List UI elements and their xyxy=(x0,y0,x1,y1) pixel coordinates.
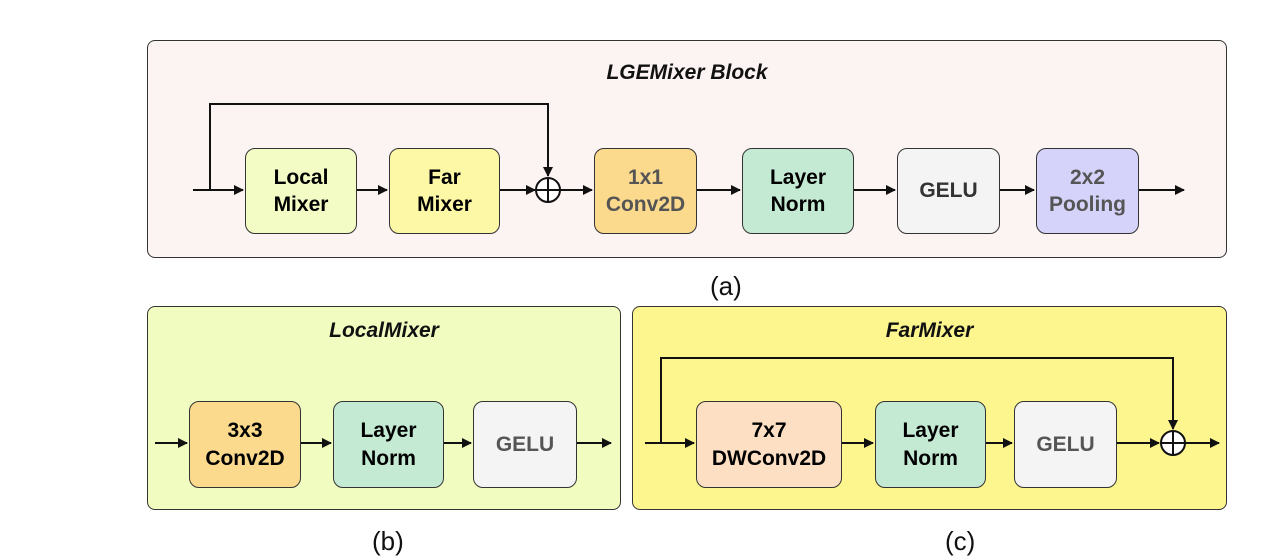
lgemixer-title: LGEMixer Block xyxy=(606,61,768,84)
layer-norm-node: Layer Norm xyxy=(742,148,854,234)
conv1x1-node: 1x1 Conv2D xyxy=(594,148,697,234)
caption-c: (c) xyxy=(945,526,976,556)
node-label-line1: GELU xyxy=(1036,432,1095,456)
far-layer-norm-node: Layer Norm xyxy=(875,401,986,488)
localmixer-title: LocalMixer xyxy=(329,319,439,342)
node-label-line2: Norm xyxy=(361,446,416,470)
node-label-line2: Mixer xyxy=(273,193,329,216)
node-label-line2: DWConv2D xyxy=(711,446,827,470)
local-gelu-node: GELU xyxy=(473,401,577,488)
gelu-node: GELU xyxy=(897,148,1000,234)
node-label-line1: 7x7 xyxy=(751,419,787,443)
node-label-line1: Layer xyxy=(902,419,959,443)
node-label-line1: GELU xyxy=(919,179,978,203)
caption-a: (a) xyxy=(710,271,742,301)
conv3x3-node: 3x3 Conv2D xyxy=(189,401,301,488)
node-label-line1: 3x3 xyxy=(227,419,263,443)
node-label-line2: Norm xyxy=(903,446,958,470)
node-label-line1: 2x2 xyxy=(1069,165,1106,189)
node-label-line2: Conv2D xyxy=(205,446,285,470)
node-label-line2: Conv2D xyxy=(605,193,686,216)
node-label-line2: Mixer xyxy=(417,193,472,216)
node-label-line1: GELU xyxy=(495,432,555,456)
node-label-line1: Layer xyxy=(769,165,827,189)
node-label-line1: 1x1 xyxy=(627,165,664,189)
node-label-line1: Far xyxy=(428,165,461,189)
node-label-line1: Layer xyxy=(360,419,417,443)
far-mixer-node: Far Mixer xyxy=(389,148,500,234)
farmixer-title: FarMixer xyxy=(885,319,974,342)
node-label-line2: Pooling xyxy=(1049,193,1126,216)
caption-b: (b) xyxy=(372,526,404,556)
far-gelu-node: GELU xyxy=(1014,401,1117,488)
node-label-line1: Local xyxy=(273,165,329,189)
node-label-line2: Norm xyxy=(770,193,826,216)
local-mixer-node: Local Mixer xyxy=(245,148,357,234)
dwconv7x7-node: 7x7 DWConv2D xyxy=(696,401,842,488)
pooling-node: 2x2 Pooling xyxy=(1036,148,1139,234)
local-layer-norm-node: Layer Norm xyxy=(333,401,444,488)
